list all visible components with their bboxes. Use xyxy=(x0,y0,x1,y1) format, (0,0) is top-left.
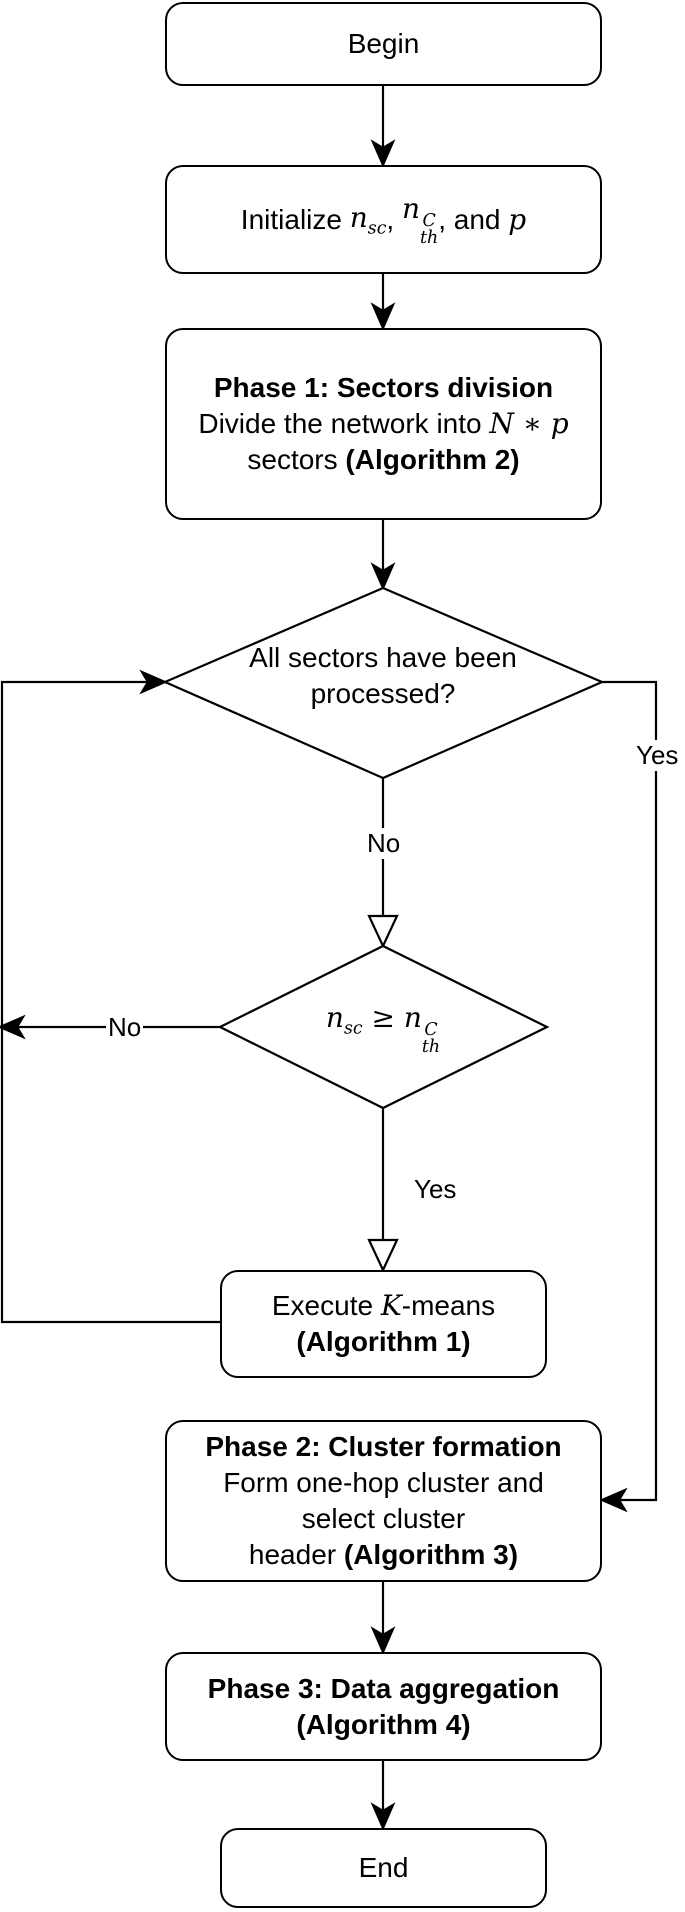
node-begin-label: Begin xyxy=(347,28,420,60)
arrowhead-phase3-end xyxy=(370,1802,396,1831)
edge-label-decision1-yes: Yes xyxy=(634,740,681,771)
arrowhead-decision2-no xyxy=(0,1014,26,1040)
edge-kmeans-loop xyxy=(0,680,220,1324)
init-sep2: , and xyxy=(438,203,509,235)
init-var-p: p xyxy=(508,202,527,236)
arrowhead-kmeans-loop xyxy=(139,669,168,695)
node-kmeans: Execute K-means (Algorithm 1) xyxy=(220,1270,547,1378)
node-phase2: Phase 2: Cluster formation Form one-hop … xyxy=(165,1420,602,1582)
arrowhead-phase2-phase3 xyxy=(370,1626,396,1655)
phase1-line2: Divide the network into N ∗ p xyxy=(198,407,569,441)
edge-label-decision2-no: No xyxy=(106,1012,144,1043)
phase2-line2: Form one-hop cluster and xyxy=(223,1467,544,1499)
arrowhead-begin-init xyxy=(370,139,396,168)
kmeans-line1: Execute K-means xyxy=(271,1289,496,1323)
init-var-nsc: nsc xyxy=(349,200,387,239)
arrowhead-phase1-decision1 xyxy=(370,562,396,591)
node-phase1: Phase 1: Sectors division Divide the net… xyxy=(165,328,602,520)
init-sep1: , xyxy=(386,203,402,235)
phase1-title: Phase 1: Sectors division xyxy=(213,372,554,404)
arrowhead-init-phase1 xyxy=(370,302,396,331)
phase2-line3: select cluster xyxy=(301,1503,466,1534)
arrowhead-decision1-yes xyxy=(599,1487,628,1513)
node-end: End xyxy=(220,1828,547,1908)
kmeans-line2: (Algorithm 1) xyxy=(296,1326,471,1357)
edge-label-decision2-yes: Yes xyxy=(412,1174,459,1205)
arrowhead-decision1-decision2 xyxy=(367,914,399,949)
node-begin: Begin xyxy=(165,2,602,86)
edge-decision1-yes xyxy=(602,680,658,1502)
node-end-label: End xyxy=(358,1852,409,1884)
phase2-title: Phase 2: Cluster formation xyxy=(205,1431,562,1463)
edge-label-decision1-no: No xyxy=(365,828,403,859)
phase3-line2: (Algorithm 4) xyxy=(296,1708,471,1740)
node-phase3: Phase 3: Data aggregation (Algorithm 4) xyxy=(165,1652,602,1761)
phase2-line4: header (Algorithm 3) xyxy=(248,1538,519,1570)
phase3-title: Phase 3: Data aggregation xyxy=(207,1672,560,1704)
init-prefix: Initialize xyxy=(240,203,350,235)
phase1-line3: sectors (Algorithm 2) xyxy=(247,443,520,475)
decision1-text: All sectors have been processed? xyxy=(249,642,517,709)
arrowhead-decision2-kmeans xyxy=(367,1238,399,1273)
